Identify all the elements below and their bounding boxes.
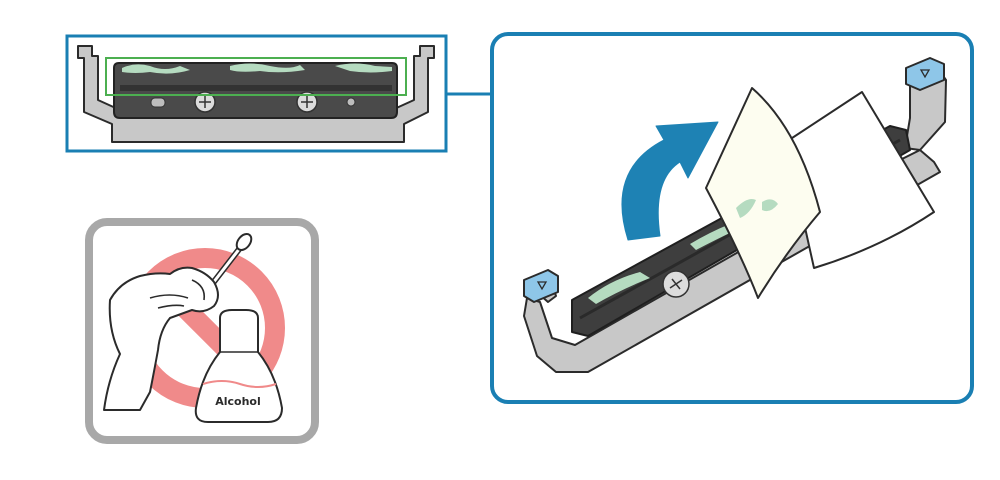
hand-icon bbox=[103, 266, 219, 411]
curved-arrow-icon bbox=[621, 121, 719, 241]
pin-hole bbox=[346, 97, 356, 107]
screw-icon bbox=[194, 91, 216, 113]
tab-arrow bbox=[536, 281, 548, 291]
head-slot bbox=[120, 85, 392, 91]
screw-icon bbox=[296, 91, 318, 113]
residue-mark bbox=[335, 63, 392, 73]
sheet-residue bbox=[762, 199, 778, 212]
residue-mark bbox=[690, 224, 736, 250]
screw-icon bbox=[662, 270, 690, 298]
overview-panel bbox=[65, 34, 448, 153]
alcohol-flask-icon bbox=[194, 309, 283, 423]
tab-arrow bbox=[919, 69, 931, 79]
residue-mark bbox=[588, 272, 650, 304]
slot-hole bbox=[150, 97, 166, 108]
cleaning-area-highlight bbox=[105, 57, 407, 96]
residue-mark bbox=[230, 63, 305, 73]
cleaning-sheet-back bbox=[785, 91, 935, 269]
sheet-residue bbox=[736, 199, 756, 218]
warning-panel: Alcohol bbox=[85, 218, 319, 444]
alcohol-label: Alcohol bbox=[215, 395, 261, 408]
detail-panel bbox=[490, 32, 974, 404]
residue-mark bbox=[122, 64, 190, 74]
release-tab-icon bbox=[905, 57, 945, 91]
cleaning-sheet-icon bbox=[705, 87, 821, 299]
hand-contour bbox=[149, 279, 206, 309]
